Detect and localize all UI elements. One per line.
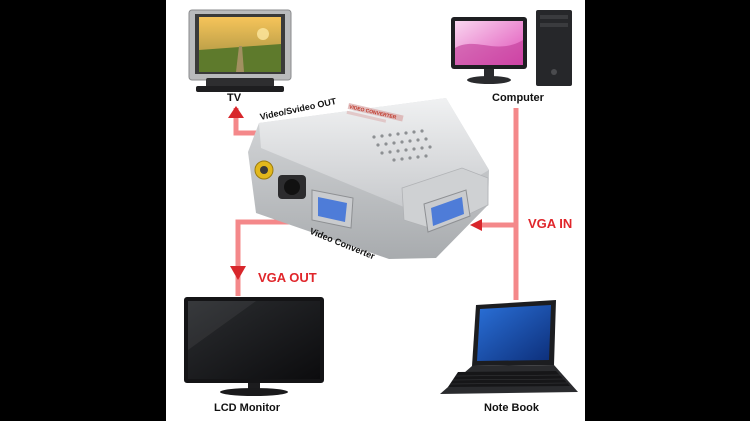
diagram-svg: VIDEO CONVERTER <box>184 9 578 396</box>
vga-in-port-icon <box>423 189 471 233</box>
svideo-port-icon <box>278 175 306 199</box>
video-converter-box: VIDEO CONVERTER <box>248 98 489 259</box>
diagram-canvas: VIDEO CONVERTER TV Computer LCD Monitor … <box>166 0 585 421</box>
vga-in-label: VGA IN <box>526 216 575 231</box>
notebook-icon <box>440 300 578 394</box>
rca-port-icon <box>254 160 274 180</box>
vga-out-label: VGA OUT <box>258 270 317 285</box>
vga-out-port-icon <box>311 189 354 229</box>
tv-label: TV <box>227 92 242 104</box>
arrow-vga-out-icon <box>230 266 246 280</box>
lcd-monitor-icon <box>184 297 324 396</box>
cable-computer-notebook <box>479 108 519 300</box>
computer-icon <box>451 10 572 86</box>
computer-label: Computer <box>492 92 544 104</box>
tv-icon <box>188 9 292 92</box>
arrow-to-tv-icon <box>228 106 244 118</box>
lcd-monitor-label: LCD Monitor <box>214 402 280 414</box>
arrow-vga-in-icon <box>470 219 482 231</box>
notebook-label: Note Book <box>484 402 539 414</box>
